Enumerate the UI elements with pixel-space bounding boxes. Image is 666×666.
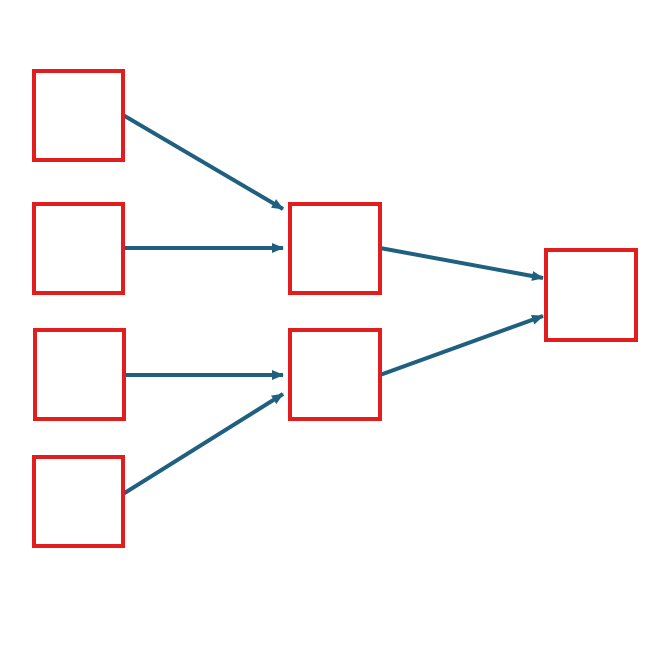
edges-layer [121, 113, 544, 496]
node-input-4 [32, 455, 125, 548]
node-middle-2 [288, 328, 382, 421]
arrow-input-4-to-middle-2 [121, 392, 285, 496]
node-output-1 [544, 248, 638, 342]
arrow-input-1-to-middle-1 [121, 113, 285, 211]
arrow-middle-2-to-output-1 [379, 314, 544, 377]
node-input-2 [32, 202, 125, 295]
node-middle-1 [288, 202, 382, 295]
node-input-3 [33, 328, 126, 421]
node-input-1 [32, 69, 125, 162]
arrow-middle-1-to-output-1 [379, 246, 544, 281]
nodes-layer [32, 69, 638, 548]
